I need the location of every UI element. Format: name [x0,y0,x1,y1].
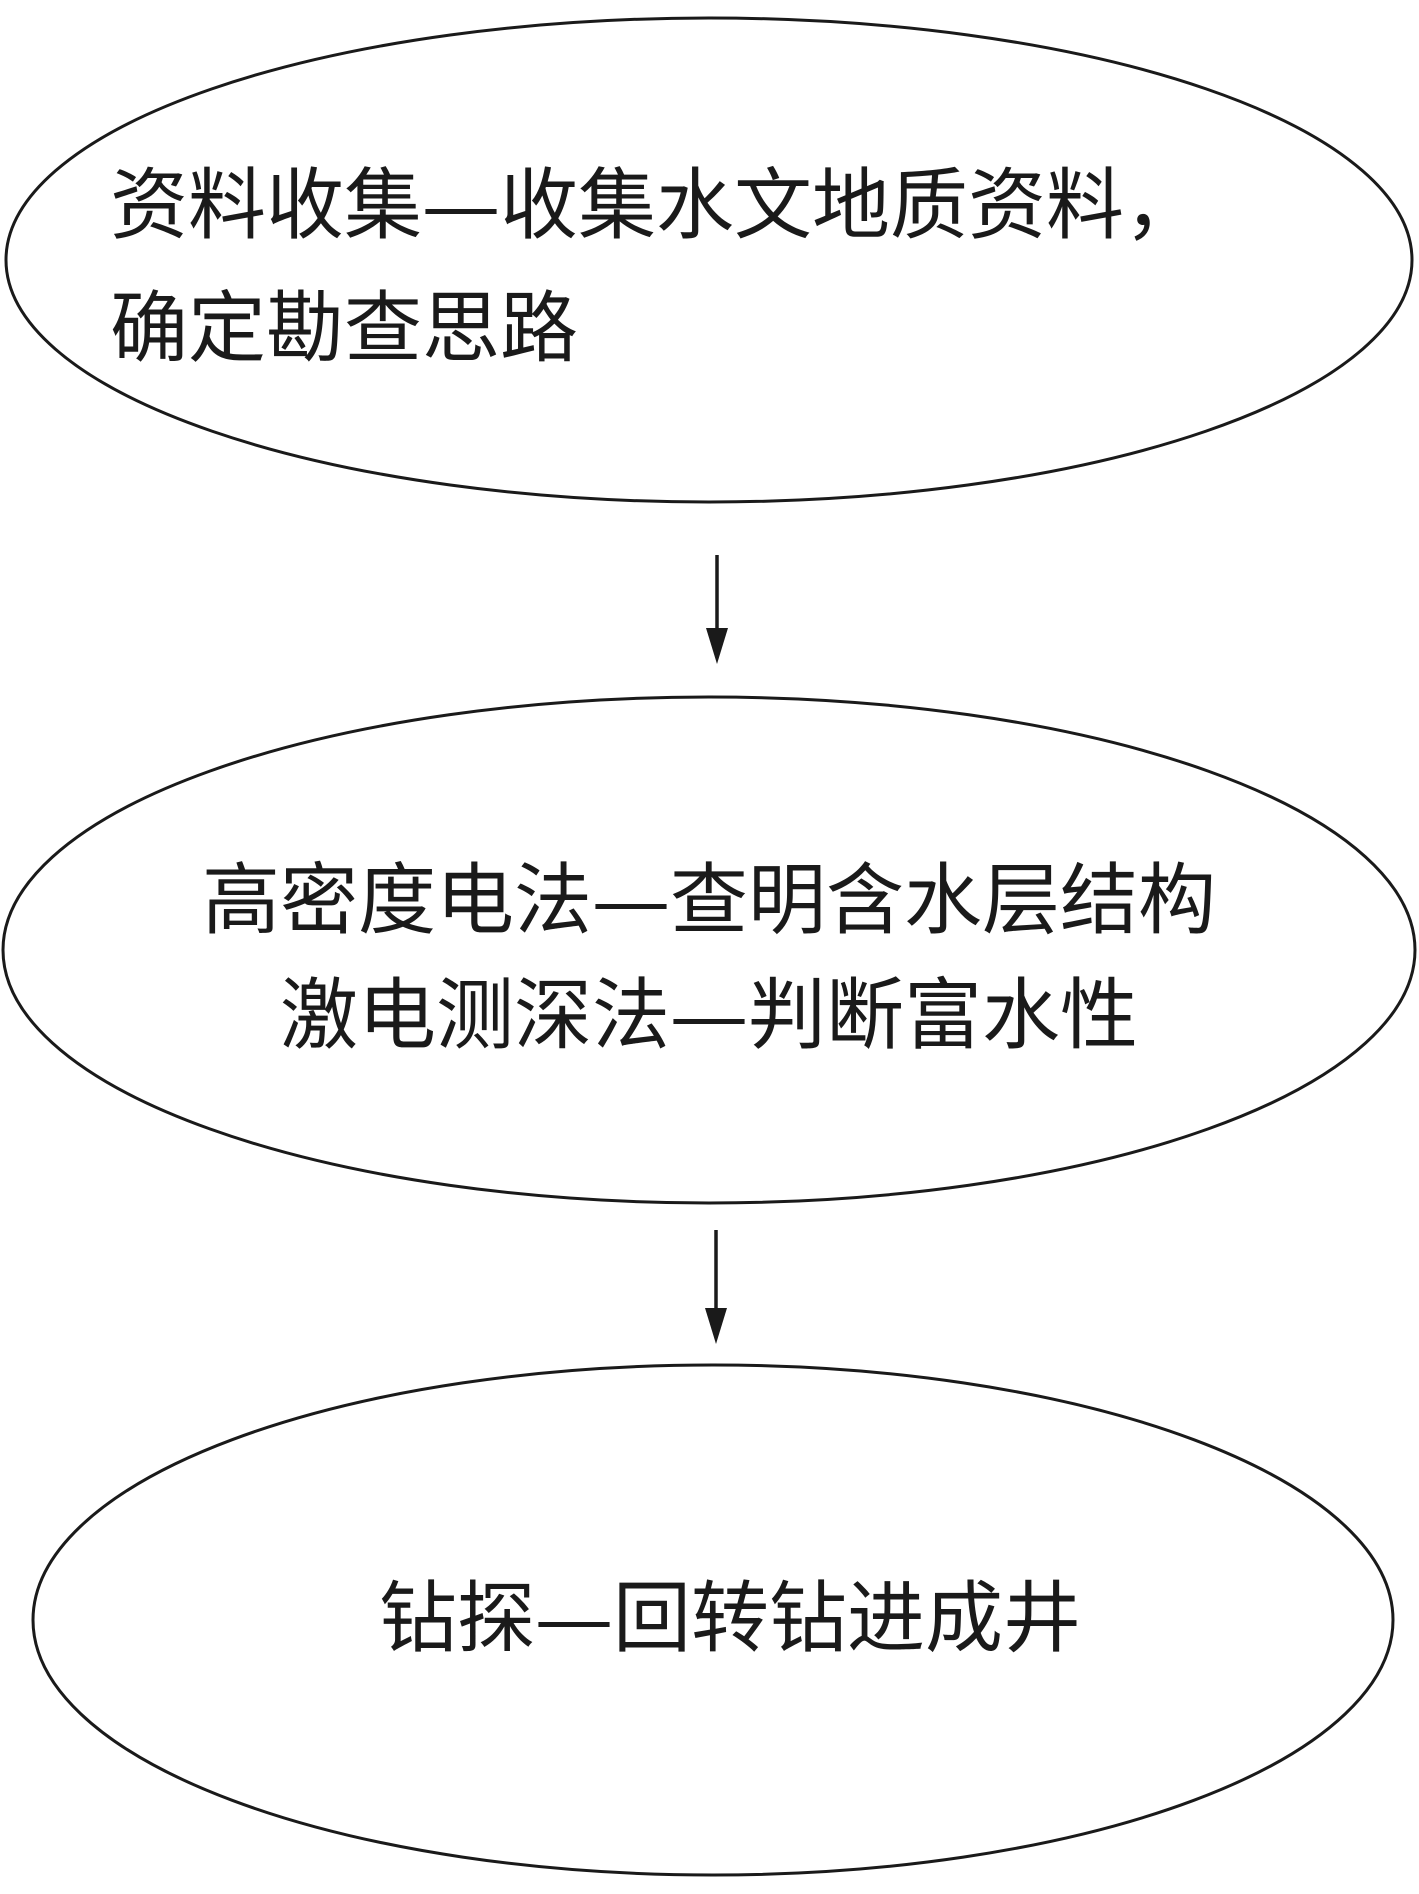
arrow-head [705,1308,727,1344]
flow-node-collect-data: 资料收集—收集水文地质资料， 确定勘查思路 [4,16,1414,504]
arrow-head [706,628,728,664]
node-text-line: 确定勘查思路 [110,284,578,374]
node-text-line: 激电测深法—判断富水性 [280,971,1138,1061]
node-text-line: 高密度电法—查明含水层结构 [202,856,1216,946]
node-text-line: 资料收集—收集水文地质资料， [110,161,1202,251]
node-ellipse [4,16,1414,504]
flow-node-drilling: 钻探—回转钻进成井 [31,1363,1395,1877]
flow-node-electrical-survey: 高密度电法—查明含水层结构 激电测深法—判断富水性 [1,695,1417,1205]
node-ellipse [31,1363,1395,1877]
flow-arrow-2-to-3 [705,1230,727,1344]
flow-arrow-1-to-2 [706,555,728,664]
node-text-line: 钻探—回转钻进成井 [379,1574,1081,1664]
node-ellipse [1,695,1417,1205]
